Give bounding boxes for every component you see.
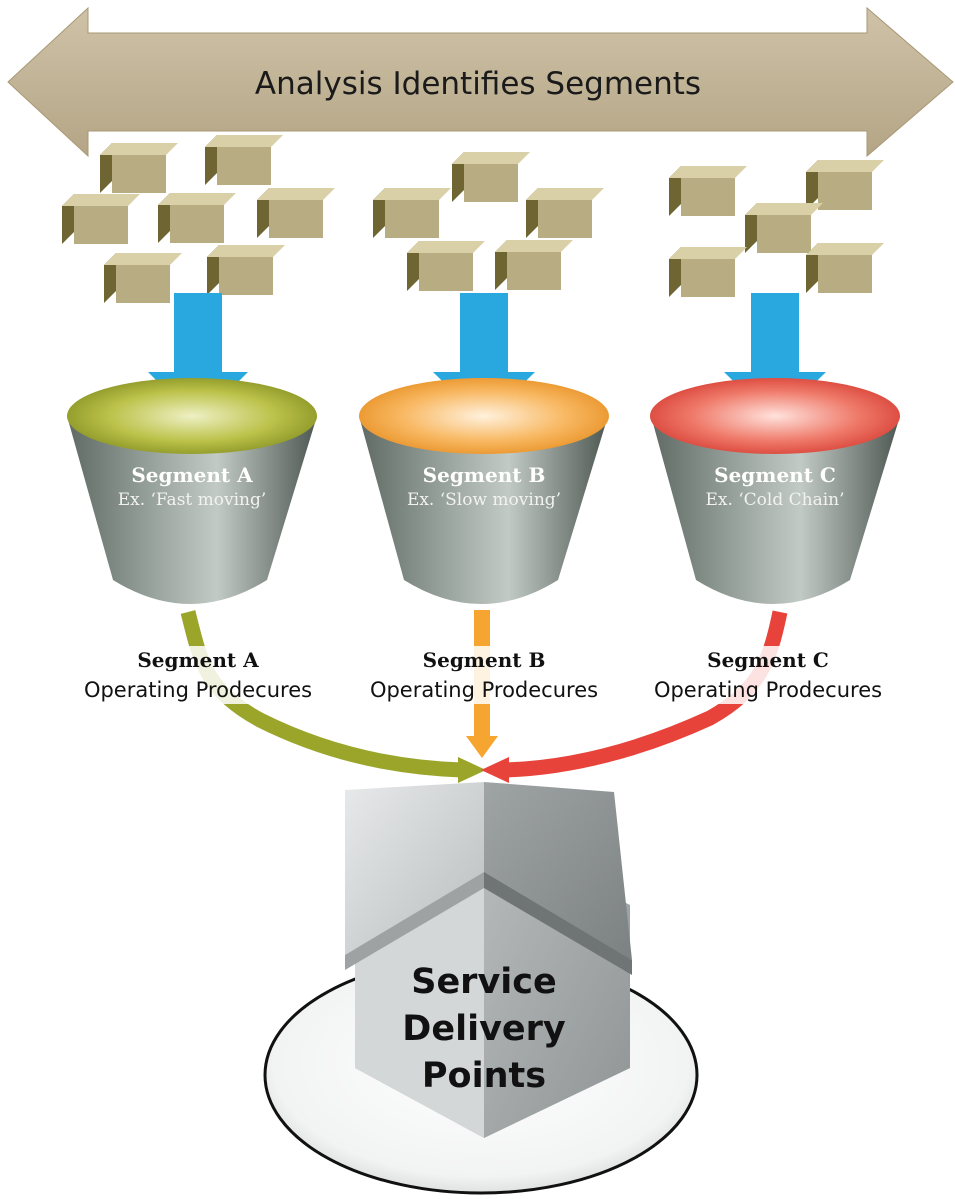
procedure-label-c: Segment C Operating Prodecures xyxy=(654,646,886,704)
cargo-box xyxy=(669,247,747,297)
item-boxes-c xyxy=(669,160,884,297)
service-delivery-points: Service Delivery Points xyxy=(263,782,699,1195)
funnel-a-title: Segment A xyxy=(131,463,253,487)
cargo-box xyxy=(806,243,884,293)
cargo-box xyxy=(452,152,530,202)
procedure-b-sub: Operating Prodecures xyxy=(370,678,598,702)
funnel-a-example: Ex. ‘Fast moving’ xyxy=(118,490,267,510)
cargo-box xyxy=(62,194,140,244)
funnel-c-example: Ex. ‘Cold Chain’ xyxy=(705,490,844,510)
roof-right xyxy=(484,782,632,960)
procedure-label-a: Segment A Operating Prodecures xyxy=(84,646,312,704)
funnel-b: Segment B Ex. ‘Slow moving’ xyxy=(359,378,609,604)
funnel-b-example: Ex. ‘Slow moving’ xyxy=(407,490,561,510)
banner-label: Analysis Identifies Segments xyxy=(255,66,701,102)
cargo-box xyxy=(100,143,178,193)
cargo-box xyxy=(373,188,451,238)
banner-arrow: Analysis Identifies Segments xyxy=(7,6,954,158)
procedure-label-b: Segment B Operating Prodecures xyxy=(368,646,600,704)
cargo-box xyxy=(407,241,485,291)
funnel-c: Segment C Ex. ‘Cold Chain’ xyxy=(650,378,900,604)
cargo-box xyxy=(669,166,747,216)
procedure-b-title: Segment B xyxy=(423,648,546,672)
cargo-box xyxy=(526,188,604,238)
cargo-box xyxy=(745,203,823,253)
destination-line2: Delivery xyxy=(402,1009,566,1049)
cargo-box xyxy=(205,135,283,185)
procedure-c-title: Segment C xyxy=(707,648,829,672)
roof-left xyxy=(345,782,484,955)
procedure-c-sub: Operating Prodecures xyxy=(654,678,882,702)
procedure-a-sub: Operating Prodecures xyxy=(84,678,312,702)
destination-line1: Service xyxy=(411,962,557,1002)
cargo-box xyxy=(158,193,236,243)
cargo-box xyxy=(207,245,285,295)
cargo-box xyxy=(495,240,573,290)
item-boxes-b xyxy=(373,152,604,291)
funnel-c-title: Segment C xyxy=(714,463,836,487)
destination-line3: Points xyxy=(422,1056,546,1096)
procedure-a-title: Segment A xyxy=(137,648,259,672)
cargo-box xyxy=(257,188,335,238)
item-boxes-a xyxy=(62,135,335,303)
cargo-box xyxy=(806,160,884,210)
funnel-b-title: Segment B xyxy=(423,463,546,487)
cargo-box xyxy=(104,253,182,303)
funnel-a: Segment A Ex. ‘Fast moving’ xyxy=(67,378,317,604)
